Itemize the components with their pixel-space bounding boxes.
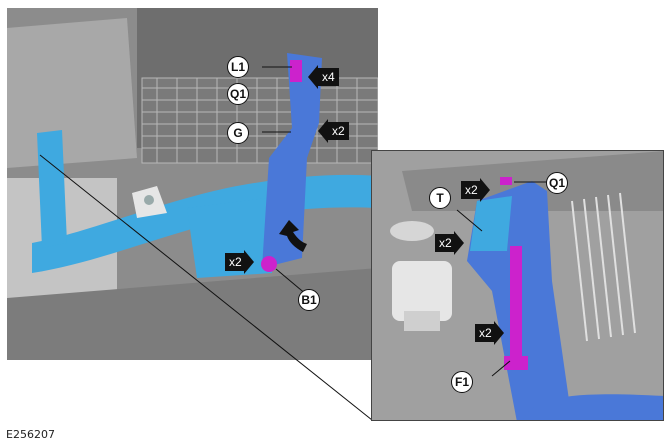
quantity-arrow-x2-t: x2 [435, 231, 464, 255]
callout-g: G [227, 122, 249, 144]
quantity-arrow-x2-bolt: x2 [225, 250, 254, 274]
figure-id-label: E256207 [6, 428, 55, 441]
callout-l1: L1 [227, 56, 249, 78]
callout-b1: B1 [298, 289, 320, 311]
callout-t: T [429, 187, 451, 209]
quantity-arrow-x2-f1: x2 [475, 321, 504, 345]
callout-q1-detail: Q1 [546, 172, 568, 194]
inset-detail-view [371, 150, 664, 421]
quantity-arrow-x4: x4 [308, 65, 339, 89]
callout-f1: F1 [451, 371, 473, 393]
bracket-detail-illustration [372, 151, 663, 420]
callout-q1: Q1 [227, 83, 249, 105]
quantity-arrow-x2-bracket: x2 [318, 119, 349, 143]
quantity-arrow-x2-q1: x2 [461, 178, 490, 202]
